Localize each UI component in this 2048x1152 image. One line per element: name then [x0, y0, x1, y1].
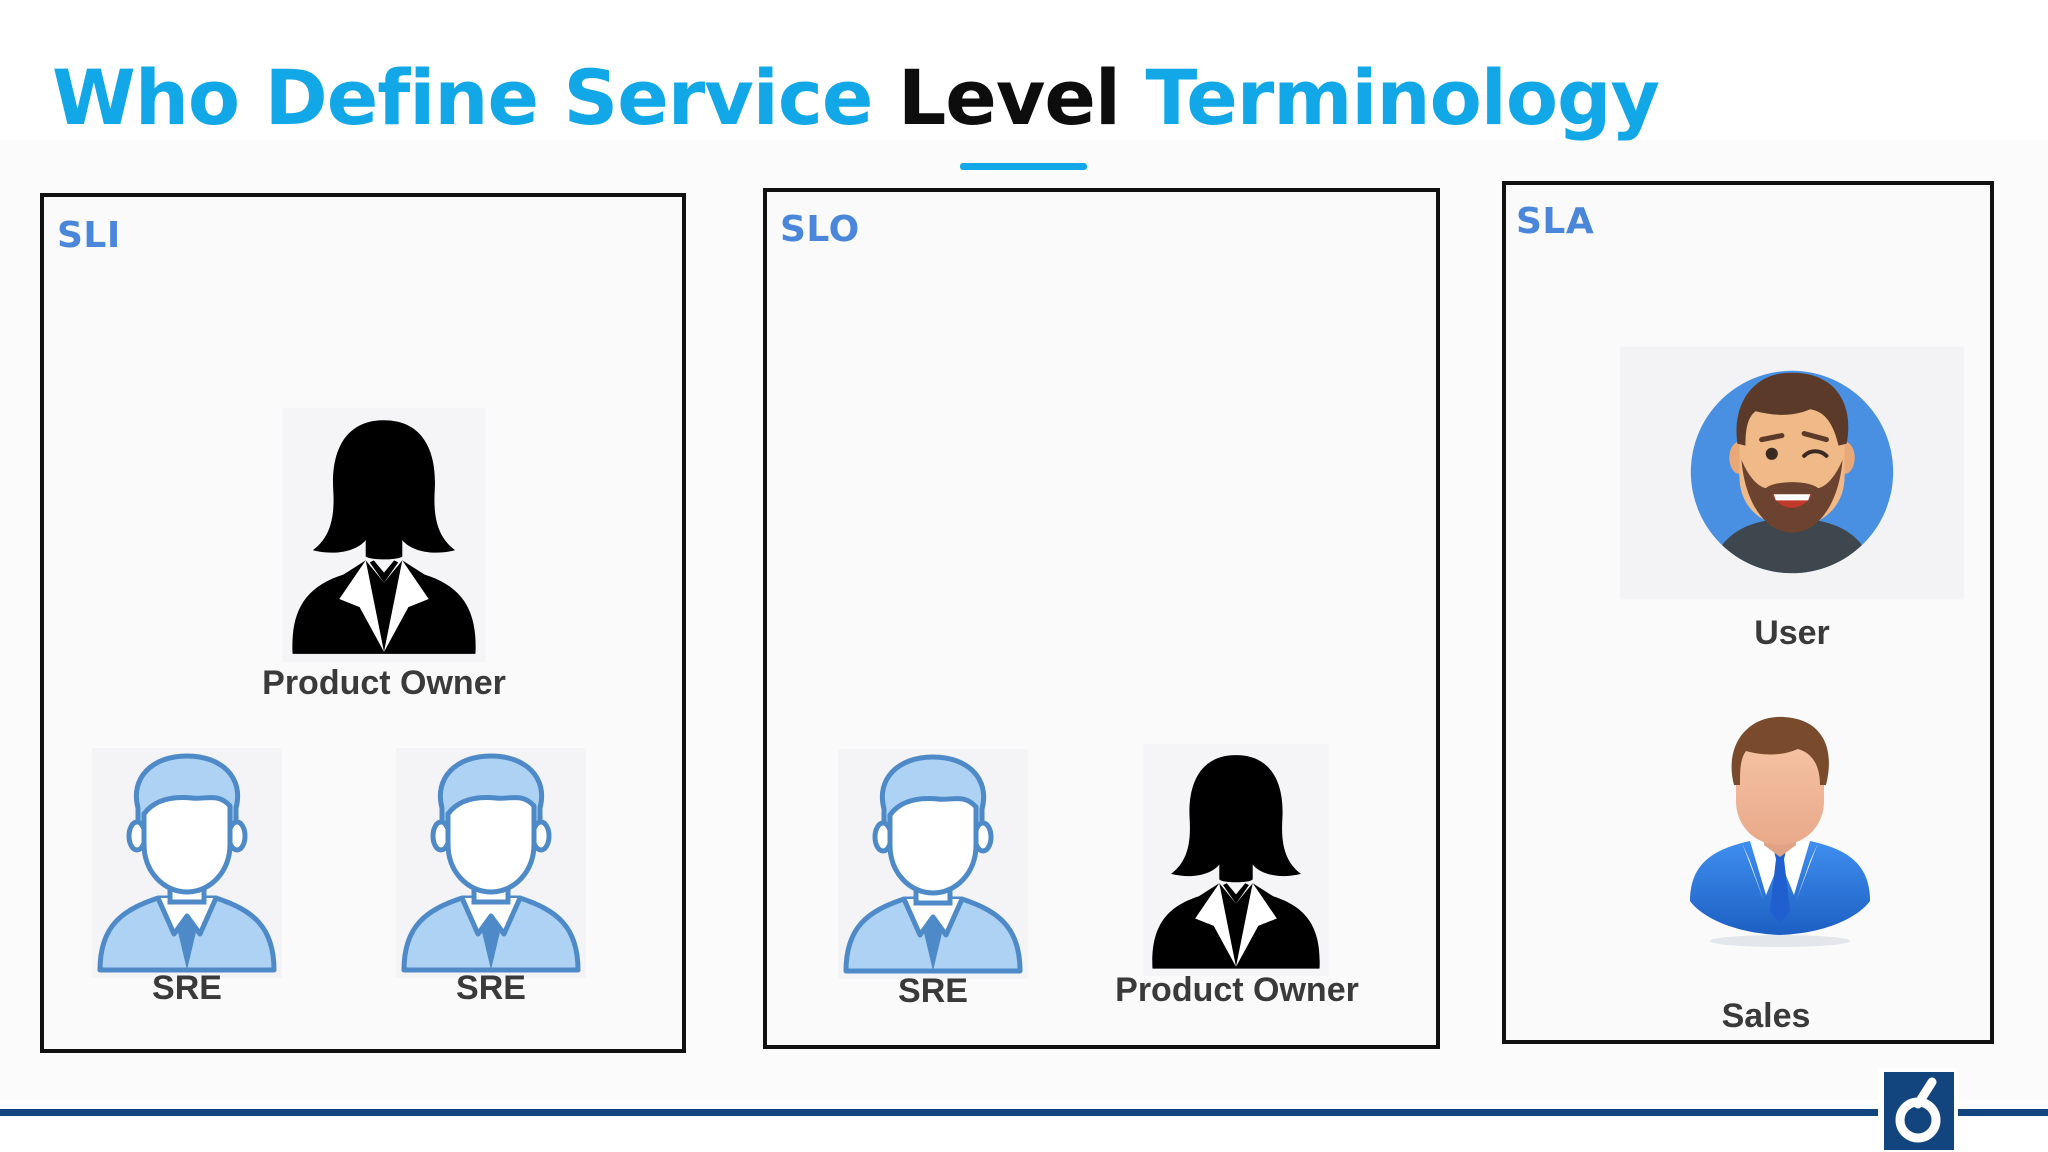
title-underline: [960, 163, 1087, 170]
salesman-icon: [1680, 701, 1880, 951]
panel-sli: SLI Product Owner SRE SRE: [40, 193, 686, 1053]
sre-engineer-icon: [396, 748, 586, 978]
role-label-sre: SRE: [456, 969, 526, 1007]
panel-slo: SLO SRE Product Owner: [763, 188, 1440, 1049]
smiling-user-icon: [1620, 346, 1964, 600]
panel-label-sli: SLI: [57, 215, 121, 256]
role-label-product-owner: Product Owner: [262, 664, 506, 702]
role-label-product-owner: Product Owner: [1115, 971, 1359, 1009]
role-label-sre: SRE: [898, 972, 968, 1010]
footer-line: [0, 1109, 2048, 1116]
page-title: Who Define Service Level Terminology: [52, 53, 1660, 142]
role-label-sales: Sales: [1721, 997, 1811, 1035]
company-logo-icon: [1878, 1068, 1958, 1152]
panel-label-sla: SLA: [1516, 201, 1595, 242]
role-label-user: User: [1754, 614, 1830, 652]
businesswoman-silhouette-icon: [1141, 744, 1331, 976]
role-label-sre: SRE: [152, 969, 222, 1007]
sre-engineer-icon: [92, 748, 282, 978]
businesswoman-silhouette-icon: [280, 408, 488, 662]
sre-engineer-icon: [838, 749, 1028, 979]
panel-label-slo: SLO: [780, 209, 860, 250]
panel-sla: SLA User Sales: [1502, 181, 1994, 1044]
